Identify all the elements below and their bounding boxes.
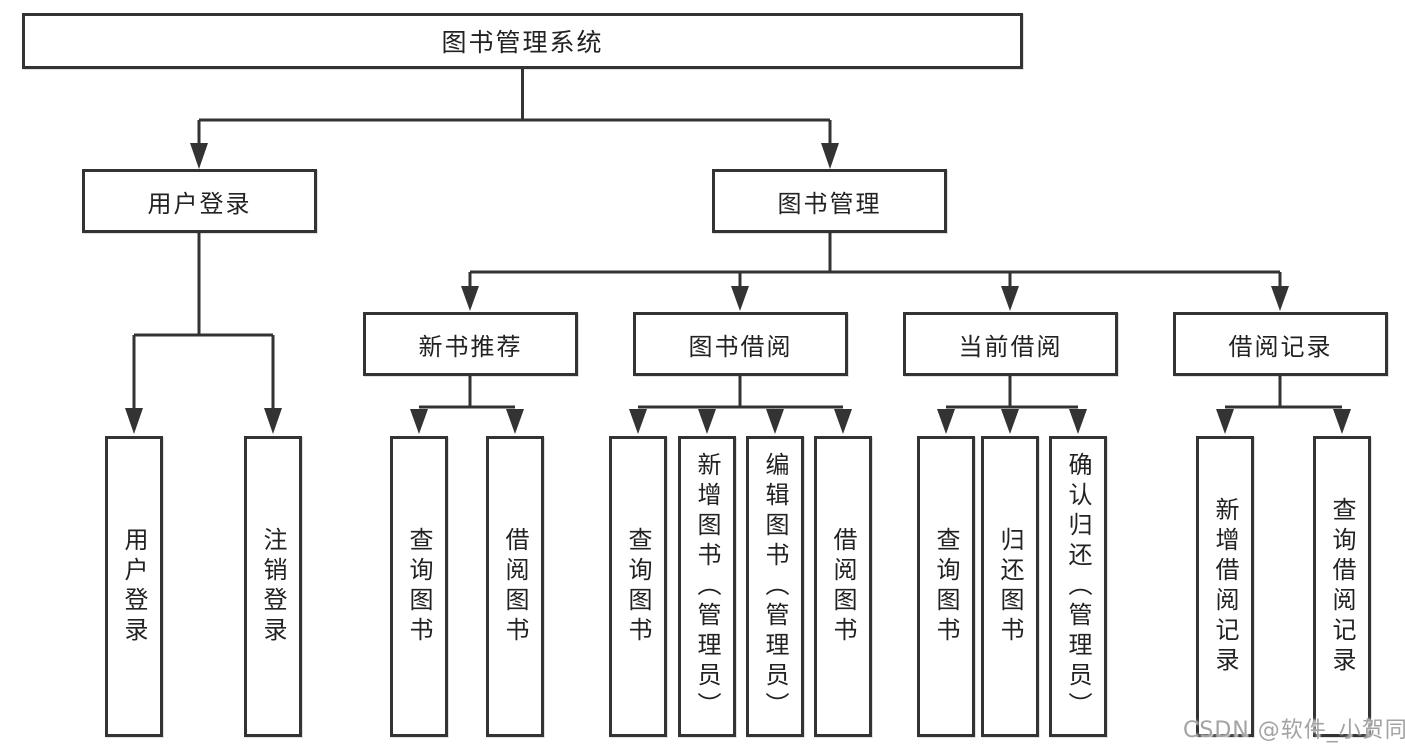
node-label: 用户登录	[120, 526, 148, 647]
node-book-management: 图书管理	[712, 169, 947, 233]
connector-user-login-children	[132, 233, 275, 412]
leaf-query-borrow-record: 查询借阅记录	[1313, 436, 1371, 737]
node-label: 查询图书	[932, 526, 960, 647]
node-label: 编辑图书（管理员）	[761, 451, 789, 722]
node-label: 确认归还（管理员）	[1064, 451, 1092, 722]
connector-book-management-children	[468, 233, 1282, 289]
node-user-login: 用户登录	[82, 169, 317, 233]
node-label: 新书推荐	[418, 332, 523, 361]
node-label: 归还图书	[996, 526, 1024, 647]
leaf-edit-book-admin: 编辑图书（管理员）	[746, 436, 804, 737]
connector-root-to-level2	[197, 69, 832, 146]
leaf-logout: 注销登录	[244, 436, 302, 737]
node-label: 用户登录	[147, 189, 252, 218]
csdn-watermark: CSDN @软件_小贺同学	[1183, 718, 1405, 743]
connector-current-borrow-children	[946, 376, 1078, 409]
node-book-borrowing: 图书借阅	[633, 312, 848, 376]
node-label: 查询图书	[405, 526, 433, 647]
leaf-user-login: 用户登录	[105, 436, 163, 737]
node-current-borrowing: 当前借阅	[903, 312, 1118, 376]
node-label: 图书管理系统	[441, 28, 604, 57]
node-label: 借阅记录	[1228, 332, 1333, 361]
node-label: 新增图书（管理员）	[693, 451, 721, 722]
leaf-add-book-admin: 新增图书（管理员）	[678, 436, 736, 737]
node-borrowing-records: 借阅记录	[1173, 312, 1388, 376]
node-label: 查询图书	[624, 526, 652, 647]
node-label: 借阅图书	[501, 526, 529, 647]
node-label: 查询借阅记录	[1328, 496, 1356, 677]
node-label: 图书借阅	[688, 332, 793, 361]
leaf-add-borrow-record: 新增借阅记录	[1196, 436, 1254, 737]
node-label: 注销登录	[259, 526, 287, 647]
connector-new-book-children	[419, 376, 515, 409]
leaf-return-book: 归还图书	[981, 436, 1039, 737]
node-library-management-system: 图书管理系统	[22, 13, 1023, 69]
connector-book-borrow-children	[638, 376, 843, 409]
arrowheads	[125, 143, 1351, 434]
node-label: 图书管理	[777, 189, 882, 218]
leaf-confirm-return-admin: 确认归还（管理员）	[1049, 436, 1107, 737]
leaf-query-books-borrow: 查询图书	[609, 436, 667, 737]
node-new-book-recommendation: 新书推荐	[363, 312, 578, 376]
node-label: 借阅图书	[829, 526, 857, 647]
node-label: 当前借阅	[958, 332, 1063, 361]
leaf-query-books-current: 查询图书	[917, 436, 975, 737]
connector-borrow-record-children	[1225, 376, 1342, 409]
leaf-borrow-books: 借阅图书	[814, 436, 872, 737]
leaf-borrow-books-recommend: 借阅图书	[486, 436, 544, 737]
node-label: 新增借阅记录	[1211, 496, 1239, 677]
leaf-query-books-recommend: 查询图书	[390, 436, 448, 737]
